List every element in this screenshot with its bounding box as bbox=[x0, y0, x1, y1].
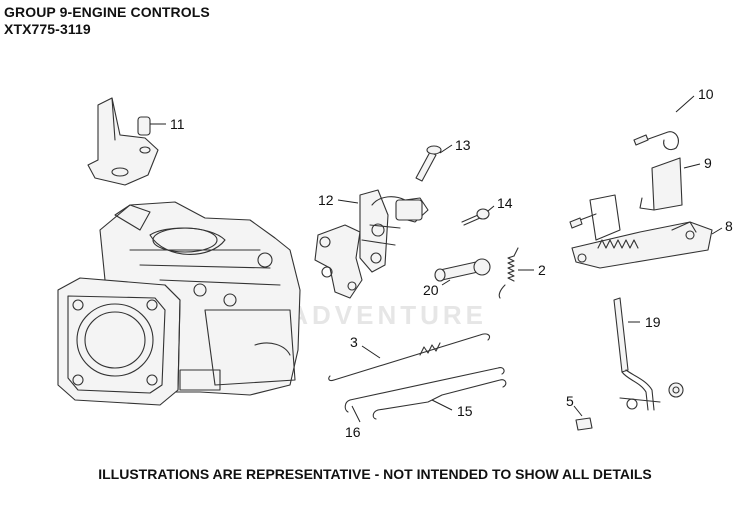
part-20-pin[interactable] bbox=[434, 258, 491, 282]
callout-3[interactable]: 3 bbox=[350, 334, 358, 350]
leader-line-10 bbox=[675, 95, 695, 113]
leader-line-12 bbox=[337, 199, 359, 204]
leader-line-3 bbox=[361, 345, 381, 359]
part-13-bolt[interactable] bbox=[415, 145, 442, 182]
part-10-cable[interactable] bbox=[633, 131, 679, 151]
callout-11[interactable]: 11 bbox=[170, 116, 185, 132]
part-8-control-bracket[interactable] bbox=[569, 194, 713, 269]
leader-line-14 bbox=[487, 205, 495, 212]
leader-line-15 bbox=[431, 399, 453, 411]
callout-10[interactable]: 10 bbox=[698, 86, 714, 102]
callout-19[interactable]: 19 bbox=[645, 314, 661, 330]
leader-line-8 bbox=[711, 227, 723, 235]
callout-15[interactable]: 15 bbox=[457, 403, 473, 419]
callout-14[interactable]: 14 bbox=[497, 195, 513, 211]
part-3-rod[interactable] bbox=[328, 333, 491, 382]
leader-line-13 bbox=[439, 144, 453, 154]
part-11-bracket[interactable] bbox=[87, 97, 159, 186]
part-12-control-assembly[interactable] bbox=[314, 189, 429, 299]
callout-8[interactable]: 8 bbox=[725, 218, 733, 234]
leader-line-20 bbox=[441, 279, 451, 286]
part-5-block[interactable] bbox=[575, 417, 593, 431]
diagram-model-number: XTX775-3119 bbox=[4, 21, 91, 37]
callout-16[interactable]: 16 bbox=[345, 424, 361, 440]
part-16-linkage[interactable] bbox=[344, 367, 505, 413]
part-2-spring[interactable] bbox=[498, 247, 519, 299]
part-15-linkage[interactable] bbox=[372, 379, 507, 420]
callout-2[interactable]: 2 bbox=[538, 262, 546, 278]
callout-5[interactable]: 5 bbox=[566, 393, 574, 409]
engine-block[interactable] bbox=[57, 201, 301, 406]
callout-9[interactable]: 9 bbox=[704, 155, 712, 171]
leader-line-5 bbox=[573, 405, 583, 417]
footer-disclaimer: ILLUSTRATIONS ARE REPRESENTATIVE - NOT I… bbox=[98, 466, 652, 482]
callout-20[interactable]: 20 bbox=[423, 282, 439, 298]
diagram-group-title: GROUP 9-ENGINE CONTROLS bbox=[4, 4, 210, 20]
leader-line-16 bbox=[351, 405, 361, 423]
part-19-lever[interactable] bbox=[613, 297, 684, 411]
callout-12[interactable]: 12 bbox=[318, 192, 334, 208]
part-9-plate[interactable] bbox=[639, 157, 683, 211]
leader-line-9 bbox=[683, 163, 701, 169]
part-14-screw[interactable] bbox=[461, 208, 490, 226]
callout-13[interactable]: 13 bbox=[455, 137, 471, 153]
